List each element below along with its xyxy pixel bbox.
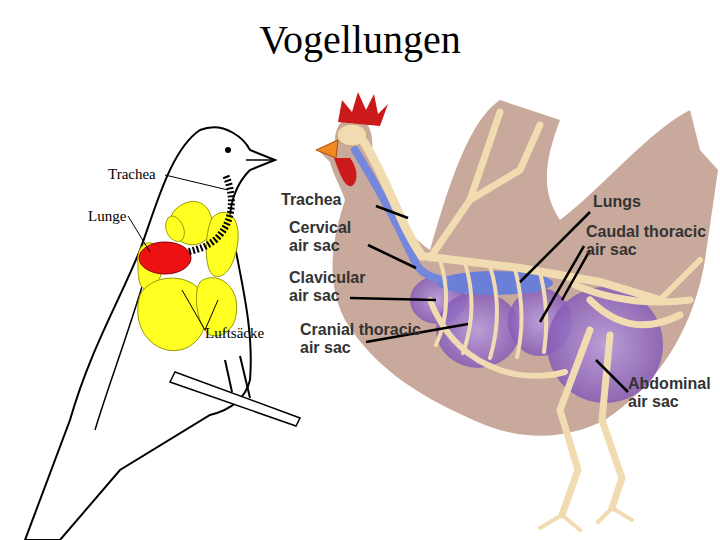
wattle (334, 158, 356, 186)
comb (338, 92, 388, 126)
tail-bones (660, 260, 700, 300)
air-sac (138, 278, 207, 351)
chicken-silhouette (320, 100, 718, 436)
part-label: Luftsäcke (205, 325, 264, 342)
leader-line (596, 360, 628, 392)
leader-line (165, 175, 228, 190)
chicken-drawing (316, 92, 718, 530)
part-label: Caudal thoracic air sac (586, 223, 718, 258)
ribs (436, 260, 546, 358)
part-label: Trachea (281, 191, 381, 209)
trachea-rings (188, 176, 231, 252)
leader-line (520, 212, 590, 282)
leader-line (540, 246, 590, 322)
beak (316, 140, 338, 158)
part-label: Cranial thoracic air sac (300, 321, 430, 356)
part-label: Cervical air sac (289, 219, 364, 254)
bird-eye (225, 147, 231, 153)
air-sac (166, 216, 185, 241)
part-label: Lunge (88, 208, 126, 225)
neck-vertebrae (364, 142, 422, 256)
leader-line (368, 245, 416, 268)
leader-line (350, 298, 436, 300)
diagram-title: Vogellungen (0, 18, 720, 62)
part-label: Trachea (108, 166, 156, 183)
air-sac (206, 212, 238, 276)
toes (540, 508, 632, 530)
leg-bones (560, 330, 622, 515)
wing-bones (430, 112, 540, 258)
part-label: Clavicular air sac (289, 269, 374, 304)
bird-leg (225, 356, 250, 398)
bird-outline (25, 127, 275, 540)
beak-line (246, 159, 274, 161)
perch-branch (170, 372, 300, 426)
leader-line (376, 206, 408, 218)
songbird-drawing (25, 127, 300, 540)
leader-line (182, 290, 218, 330)
leader-line (128, 216, 150, 252)
part-label: Lungs (593, 193, 703, 211)
part-label: Abdominal air sac (628, 375, 718, 410)
